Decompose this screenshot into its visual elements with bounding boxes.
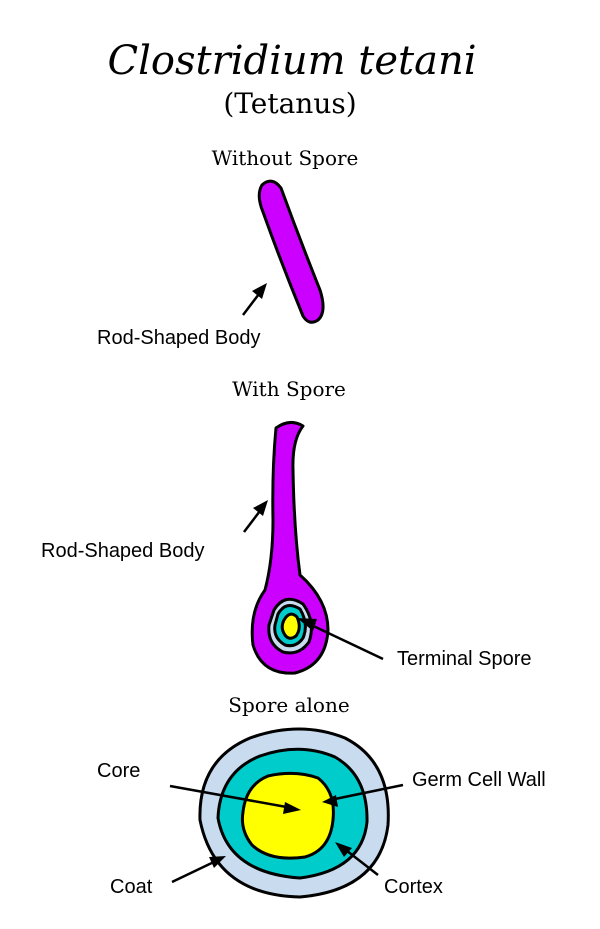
- label-core: Core: [97, 760, 140, 782]
- arrow-rod-body-2: [243, 500, 268, 533]
- label-cortex: Cortex: [384, 876, 443, 898]
- arrow-core: [169, 784, 301, 814]
- arrow-germ-cell-wall: [322, 783, 404, 807]
- rod-body-without-spore: [257, 179, 325, 324]
- label-coat: Coat: [110, 876, 153, 898]
- diagram-title: Clostridium tetani: [107, 38, 476, 84]
- small-spore-core: [280, 612, 301, 640]
- heading-without-spore: Without Spore: [212, 146, 359, 170]
- label-rod-body-1: Rod-Shaped Body: [97, 327, 260, 349]
- heading-spore-alone: Spore alone: [228, 693, 349, 717]
- arrow-rod-body-1: [242, 283, 267, 316]
- label-terminal-spore: Terminal Spore: [397, 648, 532, 670]
- arrow-cortex: [335, 842, 379, 876]
- heading-with-spore: With Spore: [232, 377, 346, 401]
- terminal-spore-small: [267, 597, 313, 655]
- arrow-terminal-spore: [297, 618, 384, 661]
- arrow-coat: [171, 856, 226, 884]
- diagram-subtitle: (Tetanus): [223, 87, 356, 120]
- spore-core: [240, 771, 335, 860]
- label-rod-body-2: Rod-Shaped Body: [41, 540, 204, 562]
- label-germ-cell-wall: Germ Cell Wall: [412, 769, 546, 791]
- rod-body-with-spore: [250, 421, 330, 675]
